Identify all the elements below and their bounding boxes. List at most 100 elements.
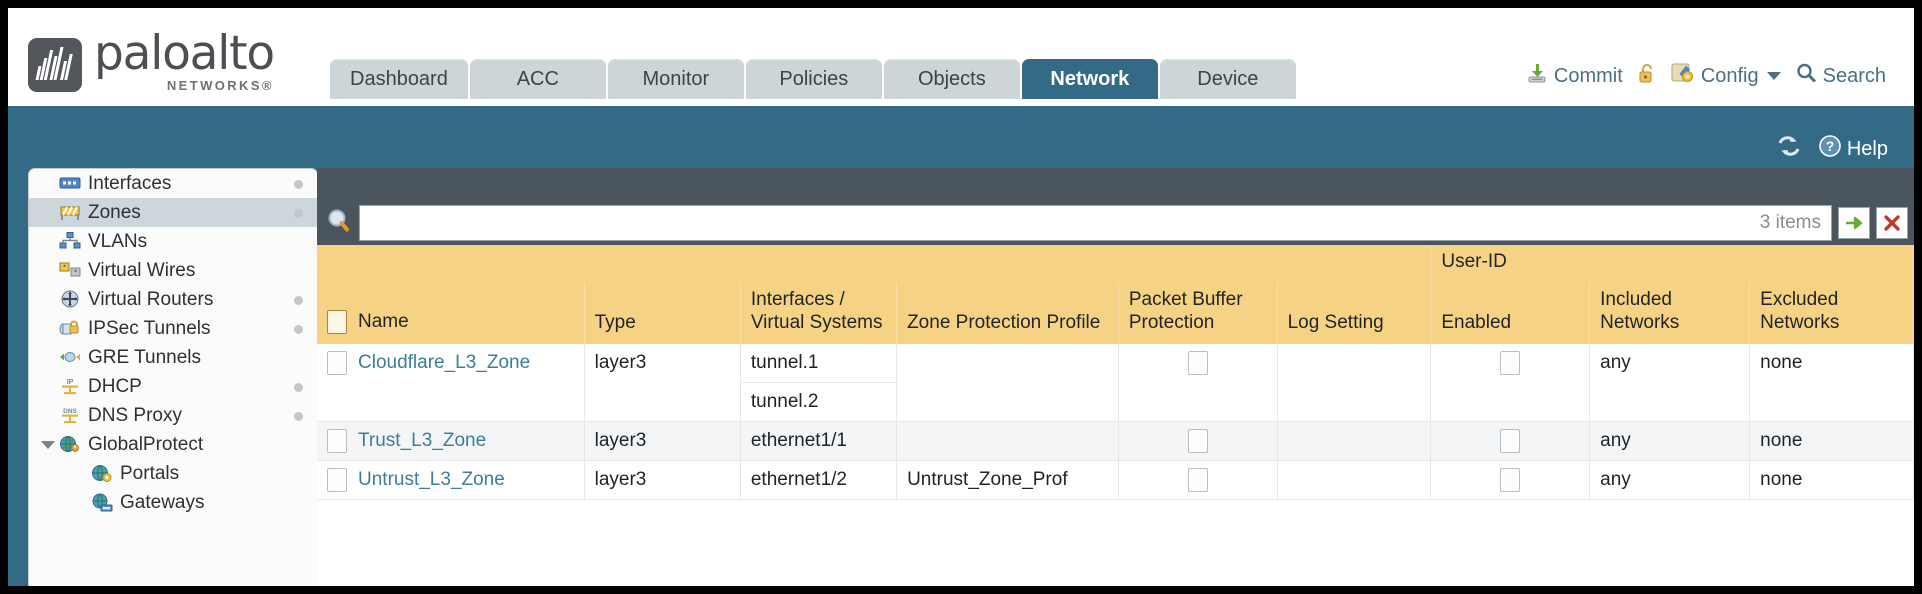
- column-header-interfaces-virtual-systems[interactable]: Interfaces / Virtual Systems: [740, 283, 898, 345]
- interfaces-icon: [59, 174, 81, 194]
- cell-interfaces: ethernet1/2: [740, 460, 898, 500]
- cell-zone-protection-profile: [896, 344, 1119, 422]
- userid-enabled-checkbox[interactable]: [1500, 428, 1521, 453]
- packet-buffer-protection-checkbox[interactable]: [1187, 351, 1208, 376]
- sidebar-item-virtual-wires[interactable]: Virtual Wires: [29, 256, 317, 285]
- cell-packet-buffer-protection: [1118, 460, 1278, 500]
- magnifier-icon[interactable]: [325, 207, 353, 240]
- sidebar-item-portals[interactable]: Portals: [29, 459, 317, 488]
- refresh-icon[interactable]: [1776, 134, 1802, 164]
- svg-text:IP: IP: [67, 379, 74, 386]
- dns-proxy-icon: DNS: [59, 406, 81, 426]
- padlock-unlocked-icon: [1637, 62, 1657, 90]
- userid-enabled-checkbox[interactable]: [1500, 467, 1521, 492]
- ipsec-tunnels-icon: [59, 319, 81, 339]
- cell-included-networks: any: [1589, 460, 1751, 500]
- zones-icon: [59, 203, 81, 223]
- userid-enabled-checkbox[interactable]: [1500, 351, 1521, 376]
- tab-dashboard[interactable]: Dashboard: [330, 59, 468, 99]
- search-input[interactable]: [370, 211, 1752, 235]
- portals-icon: [91, 464, 113, 484]
- column-header-included-networks[interactable]: Included Networks: [1589, 283, 1751, 345]
- cell-interfaces: tunnel.1 tunnel.2: [740, 344, 898, 422]
- chevron-down-icon[interactable]: [1766, 72, 1781, 80]
- toolbar-strip: [317, 168, 1914, 201]
- cell-interfaces: ethernet1/1: [740, 421, 898, 461]
- group-header-user-id: User-ID: [1430, 245, 1914, 284]
- brand-subtitle: NETWORKS®: [166, 78, 274, 93]
- expand-caret-icon[interactable]: [41, 440, 55, 449]
- search-button[interactable]: Search: [1795, 62, 1886, 90]
- sidebar-item-gateways[interactable]: Gateways: [29, 488, 317, 517]
- cell-included-networks: any: [1589, 421, 1751, 461]
- column-header-enabled[interactable]: Enabled: [1430, 283, 1591, 345]
- zone-name-link[interactable]: Cloudflare_L3_Zone: [358, 352, 531, 374]
- config-button[interactable]: Config: [1671, 62, 1781, 90]
- cell-packet-buffer-protection: [1118, 344, 1278, 422]
- search-label: Search: [1822, 64, 1886, 87]
- sidebar-item-virtual-routers[interactable]: Virtual Routers: [29, 285, 317, 314]
- interface-entry: tunnel.2: [750, 390, 819, 412]
- column-header-label: Name: [358, 311, 409, 333]
- config-label: Config: [1700, 64, 1759, 87]
- commit-icon: [1526, 62, 1548, 90]
- sidebar-item-label: GRE Tunnels: [88, 346, 201, 368]
- sidebar-item-interfaces[interactable]: Interfaces: [29, 169, 317, 198]
- clear-filter-button[interactable]: [1876, 207, 1908, 239]
- tab-acc[interactable]: ACC: [469, 59, 606, 99]
- packet-buffer-protection-checkbox[interactable]: [1187, 467, 1208, 492]
- select-all-checkbox[interactable]: [327, 310, 347, 335]
- items-count-label: 3 items: [1759, 212, 1821, 233]
- tab-network[interactable]: Network: [1021, 59, 1158, 99]
- row-checkbox[interactable]: [327, 428, 347, 453]
- tab-monitor[interactable]: Monitor: [607, 59, 744, 99]
- tab-objects[interactable]: Objects: [883, 59, 1020, 99]
- sidebar-item-zones[interactable]: Zones: [29, 198, 317, 227]
- tab-policies[interactable]: Policies: [745, 59, 882, 99]
- sidebar-item-label: Portals: [120, 462, 180, 484]
- column-header-log-setting[interactable]: Log Setting: [1277, 283, 1432, 345]
- packet-buffer-protection-checkbox[interactable]: [1187, 428, 1208, 453]
- column-header-zone-protection-profile[interactable]: Zone Protection Profile: [896, 283, 1119, 345]
- sidebar-item-gre-tunnels[interactable]: GRE Tunnels: [29, 343, 317, 372]
- column-header-excluded-networks[interactable]: Excluded Networks: [1749, 283, 1914, 345]
- context-bar-actions: ? Help: [1776, 134, 1888, 164]
- cell-type: layer3: [584, 460, 741, 500]
- commit-button[interactable]: Commit: [1526, 62, 1623, 90]
- cell-type: layer3: [584, 421, 741, 461]
- sidebar-item-indicator: [294, 411, 303, 421]
- sidebar-item-vlans[interactable]: VLANs: [29, 227, 317, 256]
- row-checkbox[interactable]: [327, 467, 347, 492]
- help-button[interactable]: ? Help: [1818, 134, 1888, 164]
- cell-excluded-networks: none: [1749, 344, 1914, 422]
- help-label: Help: [1846, 137, 1888, 160]
- cell-zone-protection-profile: Untrust_Zone_Prof: [896, 460, 1119, 500]
- column-header-name[interactable]: Name: [317, 283, 585, 345]
- zone-name-link[interactable]: Untrust_L3_Zone: [358, 468, 505, 490]
- zone-name-link[interactable]: Trust_L3_Zone: [358, 429, 487, 451]
- help-circle-icon: ?: [1818, 134, 1842, 164]
- sidebar-item-globalprotect[interactable]: GlobalProtect: [29, 430, 317, 459]
- cell-log-setting: [1277, 421, 1432, 461]
- row-checkbox[interactable]: [327, 351, 347, 376]
- cell-name: Cloudflare_L3_Zone: [317, 344, 585, 422]
- apply-filter-button[interactable]: [1838, 207, 1870, 239]
- unlock-button[interactable]: [1637, 62, 1657, 90]
- cell-excluded-networks: none: [1749, 460, 1914, 500]
- column-header-type[interactable]: Type: [584, 283, 741, 345]
- column-header-packet-buffer-protection[interactable]: Packet Buffer Protection: [1118, 283, 1278, 345]
- dhcp-icon: IP: [59, 377, 81, 397]
- search-field-wrapper[interactable]: 3 items: [359, 205, 1832, 241]
- interface-entry: tunnel.1: [740, 344, 897, 383]
- sidebar-item-ipsec-tunnels[interactable]: IPSec Tunnels: [29, 314, 317, 343]
- tab-device[interactable]: Device: [1159, 59, 1296, 99]
- sidebar-item-indicator: [294, 382, 303, 392]
- cell-name: Trust_L3_Zone: [317, 421, 585, 461]
- cell-log-setting: [1277, 344, 1432, 422]
